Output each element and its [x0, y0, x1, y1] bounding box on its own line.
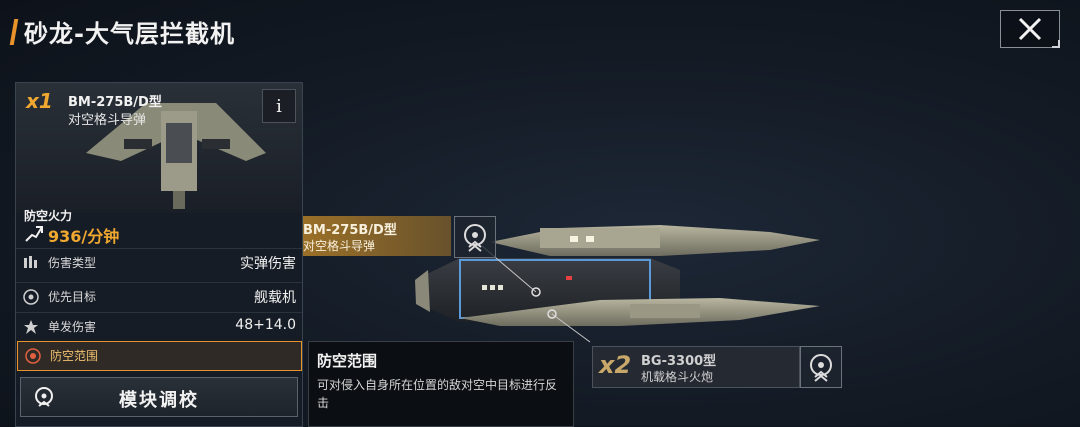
callout-quantity: x2: [599, 351, 632, 379]
stat-value: 48+14.0: [235, 317, 296, 333]
module-tune-label: 模块调校: [119, 390, 199, 411]
target-icon: [35, 387, 53, 407]
damage-type-icon: [24, 256, 37, 268]
stat-label: 优先目标: [48, 290, 97, 304]
callout-subtitle: 对空格斗导弹: [303, 239, 376, 253]
close-button[interactable]: [1000, 10, 1060, 48]
weapon-thumbnail: [16, 83, 302, 213]
tooltip-description: 可对侵入自身所在位置的敌对空中目标进行反击: [317, 378, 558, 410]
aa-range-icon: [25, 348, 41, 364]
weapon-type: 对空格斗导弹: [68, 113, 147, 128]
quantity-badge: x1: [26, 89, 53, 113]
aa-range-tooltip: 防空范围 可对侵入自身所在位置的敌对空中目标进行反击: [308, 341, 574, 427]
stat-value: 实弹伤害: [240, 256, 296, 272]
stat-row-damage-type: 伤害类型 实弹伤害: [16, 248, 302, 277]
title-accent-bar: [9, 18, 19, 45]
firepower-value: 936/分钟: [48, 227, 120, 246]
callout-name: BM-275B/D型: [303, 223, 397, 238]
stat-label: 防空范围: [50, 349, 99, 363]
page-title: 砂龙-大气层拦截机: [24, 20, 235, 48]
stat-row-aa-range[interactable]: 防空范围: [17, 341, 302, 371]
callout-name: BG-3300型: [641, 354, 717, 369]
target-icon: [464, 224, 486, 252]
weapon-callout-missile[interactable]: BM-275B/D型 对空格斗导弹: [301, 216, 451, 256]
aircraft-model: [300, 170, 860, 360]
firepower-icon: [25, 226, 43, 242]
info-button[interactable]: i: [262, 89, 296, 123]
target-lock-button-a[interactable]: [454, 216, 496, 258]
page-title-bar: 砂龙-大气层拦截机: [9, 14, 235, 49]
target-lock-button-b[interactable]: [800, 346, 842, 388]
target-priority-icon: [23, 289, 39, 305]
firepower-label: 防空火力: [24, 209, 73, 223]
tooltip-title: 防空范围: [317, 352, 378, 370]
target-icon: [810, 354, 832, 382]
weapon-detail-card: x1 BM-275B/D型 对空格斗导弹 i 防空火力 936/分钟 伤害类型 …: [15, 82, 303, 427]
stat-label: 单发伤害: [48, 320, 97, 334]
stat-value: 舰载机: [254, 290, 296, 306]
close-icon: [1018, 17, 1042, 41]
callout-subtitle: 机载格斗火炮: [641, 370, 714, 384]
stat-label: 伤害类型: [48, 256, 97, 270]
single-damage-icon: [24, 320, 38, 334]
stat-row-single-damage: 单发伤害 48+14.0: [16, 312, 302, 341]
weapon-name: BM-275B/D型: [68, 95, 162, 110]
stat-row-priority-target: 优先目标 舰载机: [16, 282, 302, 311]
weapon-callout-cannon[interactable]: x2 BG-3300型 机载格斗火炮: [592, 346, 800, 388]
module-tune-button[interactable]: 模块调校: [20, 377, 298, 417]
